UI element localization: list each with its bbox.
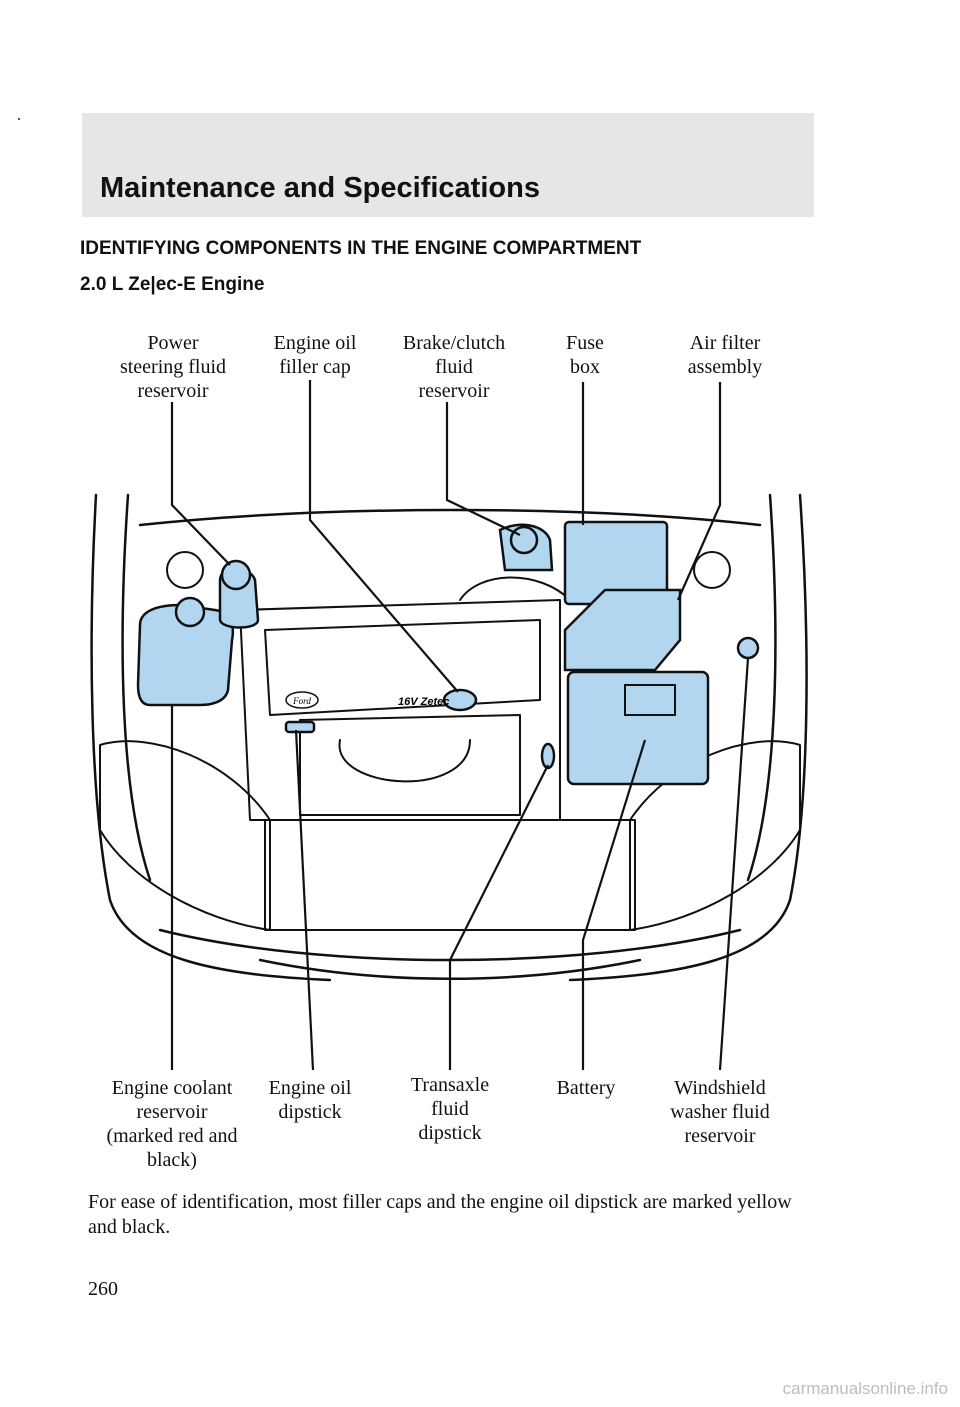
brake-cap xyxy=(509,525,539,555)
ford-oval xyxy=(285,691,319,709)
engine-subheading: 2.0 L Ze|ec-E Engine xyxy=(80,274,265,295)
washer-cap xyxy=(736,636,760,660)
radiator-panel xyxy=(264,819,636,931)
label-engine-coolant-reservoir: Engine coolant reservoir (marked red and… xyxy=(106,1077,238,1171)
cowl xyxy=(138,508,762,527)
label-engine-oil-filler-cap: Engine oil filler cap xyxy=(273,332,357,378)
leader-transaxle-dipstick xyxy=(448,764,549,1070)
leader-lines xyxy=(170,380,750,1071)
label-battery: Battery xyxy=(556,1077,616,1099)
coolant-reservoir-shape xyxy=(136,603,234,707)
caption-text: For ease of identification, most filler … xyxy=(88,1191,792,1238)
page-number: 260 xyxy=(88,1278,118,1300)
lower-block xyxy=(299,714,521,816)
page-title: Maintenance and Specifications xyxy=(100,172,540,204)
front-bumper-line xyxy=(158,928,742,962)
leader-power-steering xyxy=(170,402,231,566)
leader-brake-clutch xyxy=(445,402,521,536)
footer-watermark: carmanualsonline.info xyxy=(782,1379,948,1398)
left-headlight xyxy=(99,740,271,931)
label-power-steering-reservoir: Power steering fluid reservoir xyxy=(119,332,227,402)
header-band xyxy=(82,113,814,217)
engine-badge-brand: Ford xyxy=(292,696,311,706)
air-filter-shape xyxy=(563,588,682,672)
battery-label xyxy=(624,684,676,716)
coolant-cap xyxy=(174,596,206,628)
label-brake-clutch-reservoir: Brake/clutch fluid reservoir xyxy=(402,332,506,402)
cam-cover xyxy=(264,619,541,716)
battery-shape xyxy=(566,670,710,786)
scan-dot xyxy=(18,118,20,120)
label-air-filter-assembly: Air filter assembly xyxy=(687,332,763,378)
label-transaxle-fluid-dipstick: Transaxle fluid dipstick xyxy=(410,1074,490,1144)
label-windshield-washer-reservoir: Windshield washer fluid reservoir xyxy=(670,1077,770,1147)
section-heading: IDENTIFYING COMPONENTS IN THE ENGINE COM… xyxy=(80,238,642,259)
leader-air-filter xyxy=(676,382,722,601)
leader-oil-filler-cap xyxy=(308,380,459,693)
engine-block xyxy=(239,599,561,821)
oil-filler-cap-shape xyxy=(442,688,478,712)
left-strut-tower xyxy=(166,551,204,589)
leader-oil-dipstick xyxy=(294,729,315,1071)
leader-washer-fluid xyxy=(718,657,750,1071)
oil-pan-outline xyxy=(338,739,471,783)
right-strut-tower xyxy=(693,551,731,589)
right-fender xyxy=(568,493,808,982)
oil-dipstick-handle xyxy=(284,720,316,734)
label-engine-oil-dipstick: Engine oil dipstick xyxy=(268,1077,352,1123)
leader-battery xyxy=(581,739,647,1070)
label-fuse-box: Fuse box xyxy=(566,332,604,378)
right-fender-inner xyxy=(746,493,777,882)
engine-badge-model: 16V Zetec xyxy=(398,696,449,708)
transaxle-dipstick-handle xyxy=(540,742,556,770)
intake-hose xyxy=(459,576,571,601)
left-fender xyxy=(90,493,332,982)
left-fender-inner xyxy=(121,493,152,882)
power-steering-cap xyxy=(220,559,252,591)
